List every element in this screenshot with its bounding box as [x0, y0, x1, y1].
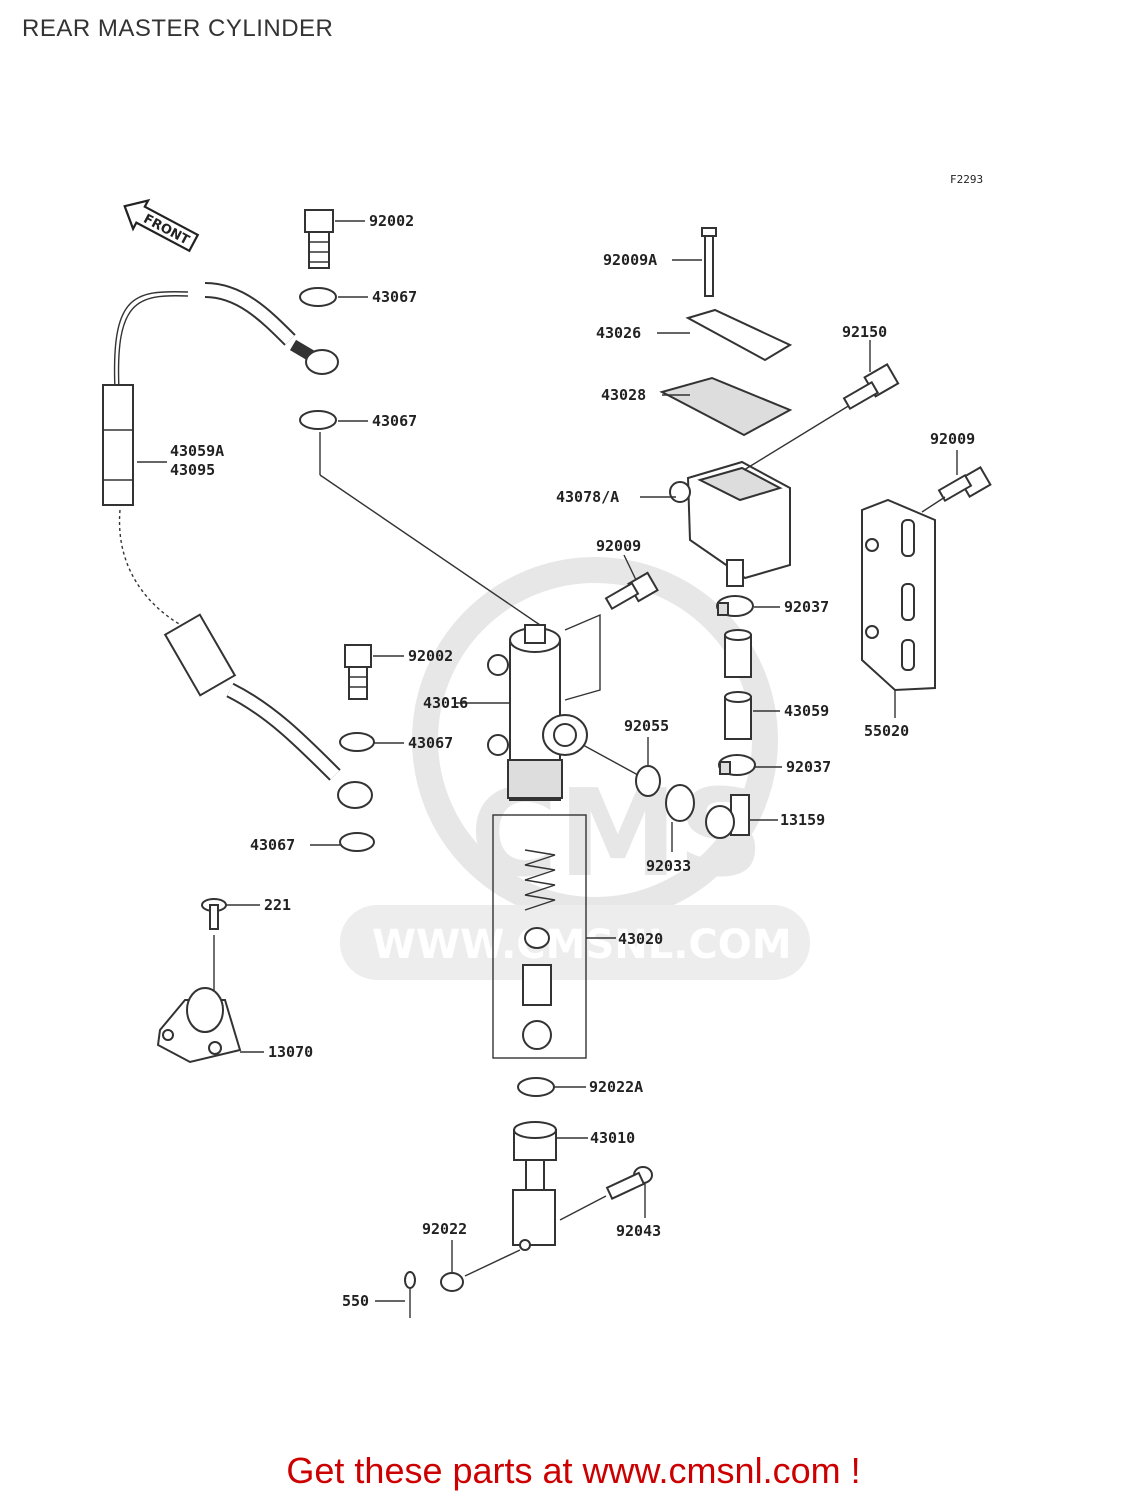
reservoir-cap — [685, 308, 793, 362]
leader-lines — [137, 220, 958, 1302]
hose-clamp-1 — [716, 595, 754, 617]
label-92009-body: 92009 — [596, 537, 641, 555]
brake-hose — [102, 281, 373, 809]
label-13070: 13070 — [268, 1043, 313, 1061]
front-arrow-icon: FRONT — [123, 198, 200, 253]
label-92022: 92022 — [422, 1220, 467, 1238]
label-43067-top1: 43067 — [372, 288, 417, 306]
watermark-url: WWW.CMSNL.COM — [372, 922, 792, 968]
hose-fitting-13159 — [705, 794, 750, 839]
piston-kit — [492, 814, 587, 1059]
bolt-92009-guard — [937, 465, 992, 503]
circlip-92033 — [665, 784, 695, 822]
reservoir-body — [669, 460, 791, 587]
bolt-92150 — [842, 362, 900, 411]
label-43095: 43095 — [170, 461, 215, 479]
banjo-bolt-top — [304, 209, 334, 269]
label-43020: 43020 — [618, 930, 663, 948]
washer-top-1 — [299, 287, 337, 307]
mounting-bracket-13070 — [156, 987, 242, 1064]
hose-clamp-2 — [718, 754, 756, 776]
reservoir-screw — [701, 227, 717, 297]
promo-link-text[interactable]: Get these parts at www.cmsnl.com ! — [286, 1450, 861, 1491]
label-55020: 55020 — [864, 722, 909, 740]
master-cylinder-body — [487, 624, 588, 801]
label-92022a: 92022A — [589, 1078, 643, 1096]
label-92002-top: 92002 — [369, 212, 414, 230]
washer-top-2 — [299, 410, 337, 430]
washer-lower-2 — [339, 832, 375, 852]
parts-diagram: CMS WWW.CMSNL.COM F2293 FRONT — [102, 173, 992, 1318]
label-43059a: 43059A — [170, 442, 224, 460]
label-43028: 43028 — [601, 386, 646, 404]
washer-92022 — [440, 1272, 464, 1292]
banjo-bolt-lower — [344, 644, 372, 700]
washer-lower-1 — [339, 732, 375, 752]
label-43010: 43010 — [590, 1129, 635, 1147]
label-43067-top2: 43067 — [372, 412, 417, 430]
label-92033: 92033 — [646, 857, 691, 875]
label-92009a: 92009A — [603, 251, 657, 269]
label-43059: 43059 — [784, 702, 829, 720]
guard-plate — [861, 498, 936, 692]
label-43078: 43078/A — [556, 488, 619, 506]
page-title: REAR MASTER CYLINDER — [22, 15, 334, 42]
clevis-pin-92043 — [605, 1166, 653, 1200]
push-rod — [512, 1121, 557, 1251]
figure-code: F2293 — [950, 173, 983, 186]
label-92037-1: 92037 — [784, 598, 829, 616]
label-43067-lower2: 43067 — [250, 836, 295, 854]
label-221: 221 — [264, 896, 291, 914]
bolt-92009-body — [604, 571, 659, 611]
label-43067-lower1: 43067 — [408, 734, 453, 752]
label-92009-guard: 92009 — [930, 430, 975, 448]
label-92043: 92043 — [616, 1222, 661, 1240]
label-92002-lower: 92002 — [408, 647, 453, 665]
reservoir-diaphragm — [659, 376, 793, 437]
reservoir-hose — [724, 629, 752, 740]
label-92037-2: 92037 — [786, 758, 831, 776]
label-92055: 92055 — [624, 717, 669, 735]
label-13159: 13159 — [780, 811, 825, 829]
screw-221 — [201, 898, 227, 930]
cotter-pin-550 — [404, 1271, 416, 1318]
label-43026: 43026 — [596, 324, 641, 342]
label-550: 550 — [342, 1292, 369, 1310]
circlip-92022a — [517, 1077, 555, 1097]
o-ring — [635, 765, 661, 797]
label-43016: 43016 — [423, 694, 468, 712]
label-92150: 92150 — [842, 323, 887, 341]
